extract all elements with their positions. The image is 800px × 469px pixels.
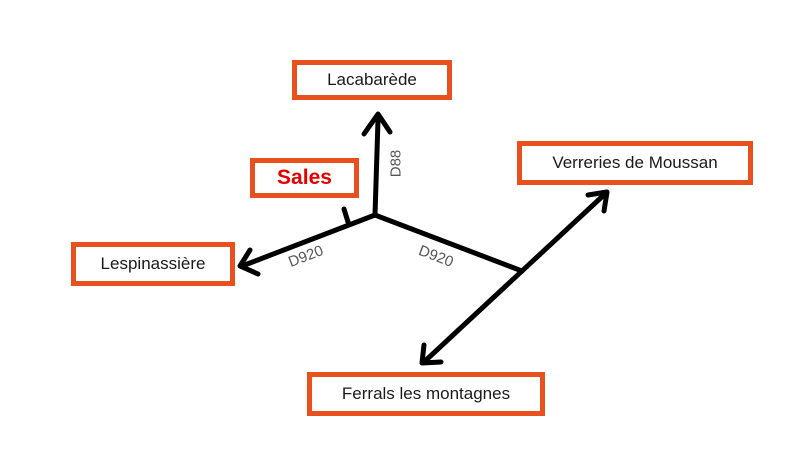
center-place-sales: Sales (250, 158, 359, 198)
road-d920-east (372, 212, 525, 274)
place-lespinassiere: Lespinassière (71, 242, 235, 286)
place-ferrals-les-montagnes: Ferrals les montagnes (307, 372, 545, 416)
place-label-lacabarede: Lacabarède (327, 70, 417, 89)
arrowhead-lacabarede (361, 111, 393, 137)
sales-tick (341, 206, 351, 225)
road-d920-west (239, 212, 378, 269)
center-place-label: Sales (277, 166, 332, 189)
place-label-ferrals: Ferrals les montagnes (341, 384, 511, 403)
place-label-verreries: Verreries de Moussan (552, 153, 718, 172)
road-label-d88: D88 (387, 149, 405, 178)
road-junction-diagonal (421, 190, 609, 365)
place-label-lespinassiere: Lespinassière (100, 254, 206, 273)
place-verreries-de-moussan: Verreries de Moussan (517, 141, 753, 185)
arrowhead-lespinassiere (237, 247, 261, 277)
arrowhead-ferrals (419, 342, 444, 366)
place-lacabarede: Lacabarède (292, 60, 452, 100)
road-d88 (372, 117, 381, 218)
arrowhead-verreries (585, 189, 610, 214)
